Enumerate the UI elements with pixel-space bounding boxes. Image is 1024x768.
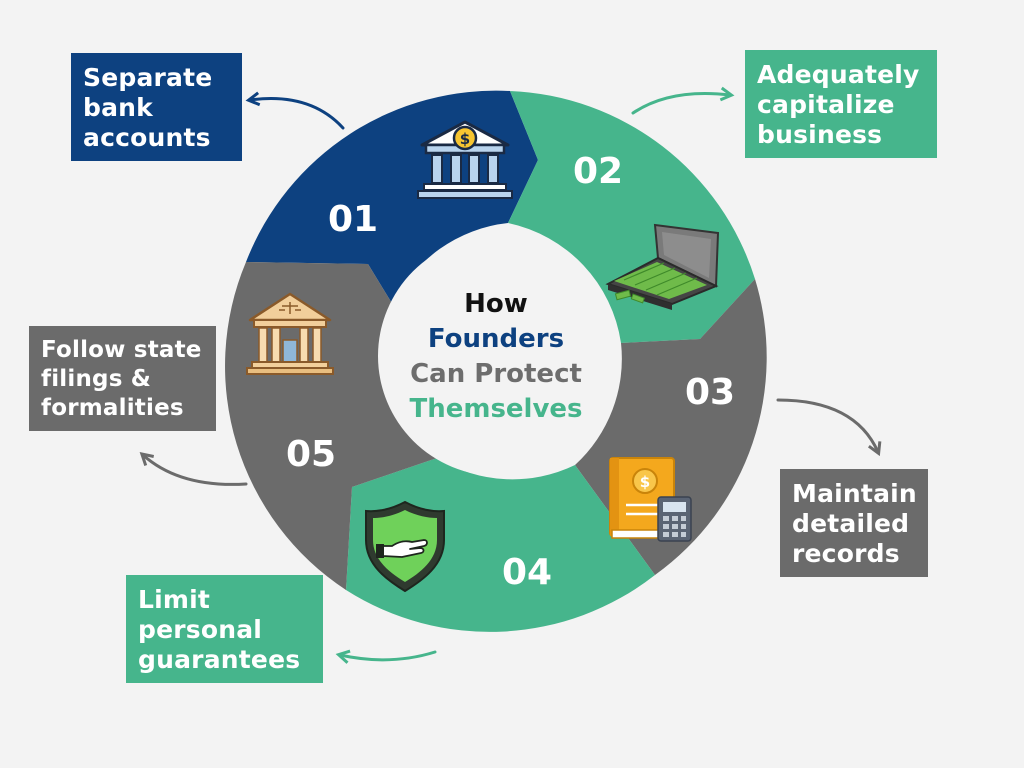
arrow-04	[335, 649, 437, 664]
label-line: Adequately	[757, 60, 920, 89]
svg-text:$: $	[640, 473, 650, 491]
center-title-line-3: Can Protect	[410, 359, 582, 389]
label-line: Limit	[138, 585, 211, 614]
label-line: business	[757, 120, 883, 149]
arrow-02	[631, 86, 735, 115]
bank-dollar-icon: $	[417, 120, 513, 199]
label-line: accounts	[83, 123, 211, 152]
label-line: personal	[138, 615, 263, 644]
step-number-05: 05	[286, 434, 336, 475]
center-title-line-1: How	[464, 289, 528, 319]
label-line: Maintain	[792, 479, 917, 508]
label-box-separate-bank-accounts: Separate bank accounts	[71, 53, 242, 161]
center-title-line-2: Founders	[427, 324, 565, 354]
label-line: records	[792, 539, 900, 568]
center-circle	[378, 236, 618, 476]
shield-hand-icon	[365, 500, 445, 593]
label-box-follow-state-filings: Follow state filings & formalities	[29, 326, 216, 431]
center-title: How Founders Can Protect Themselves	[380, 287, 612, 427]
label-box-limit-personal-guarantees: Limit personal guarantees	[126, 575, 323, 683]
step-number-02: 02	[573, 151, 623, 192]
arrow-03	[776, 398, 882, 457]
label-line: Separate	[83, 63, 213, 92]
label-line: formalities	[41, 395, 184, 421]
label-line: bank	[83, 93, 153, 122]
label-line: Follow state	[41, 337, 202, 363]
label-box-adequately-capitalize-business: Adequately capitalize business	[745, 50, 937, 158]
step-number-04: 04	[502, 552, 552, 593]
segment-04	[346, 458, 655, 632]
step-number-01: 01	[328, 199, 378, 240]
label-line: capitalize	[757, 90, 895, 119]
ledger-calculator-icon: $	[609, 457, 692, 542]
label-line: detailed	[792, 509, 910, 538]
courthouse-icon	[246, 292, 334, 375]
label-line: filings &	[41, 366, 152, 392]
arrow-05	[139, 451, 248, 486]
money-briefcase-icon	[605, 223, 720, 310]
label-line: guarantees	[138, 645, 301, 674]
arrow-01	[245, 91, 345, 130]
label-box-maintain-detailed-records: Maintain detailed records	[780, 469, 928, 577]
svg-text:$: $	[460, 130, 470, 148]
center-title-line-4: Themselves	[409, 394, 583, 424]
step-number-03: 03	[685, 372, 735, 413]
